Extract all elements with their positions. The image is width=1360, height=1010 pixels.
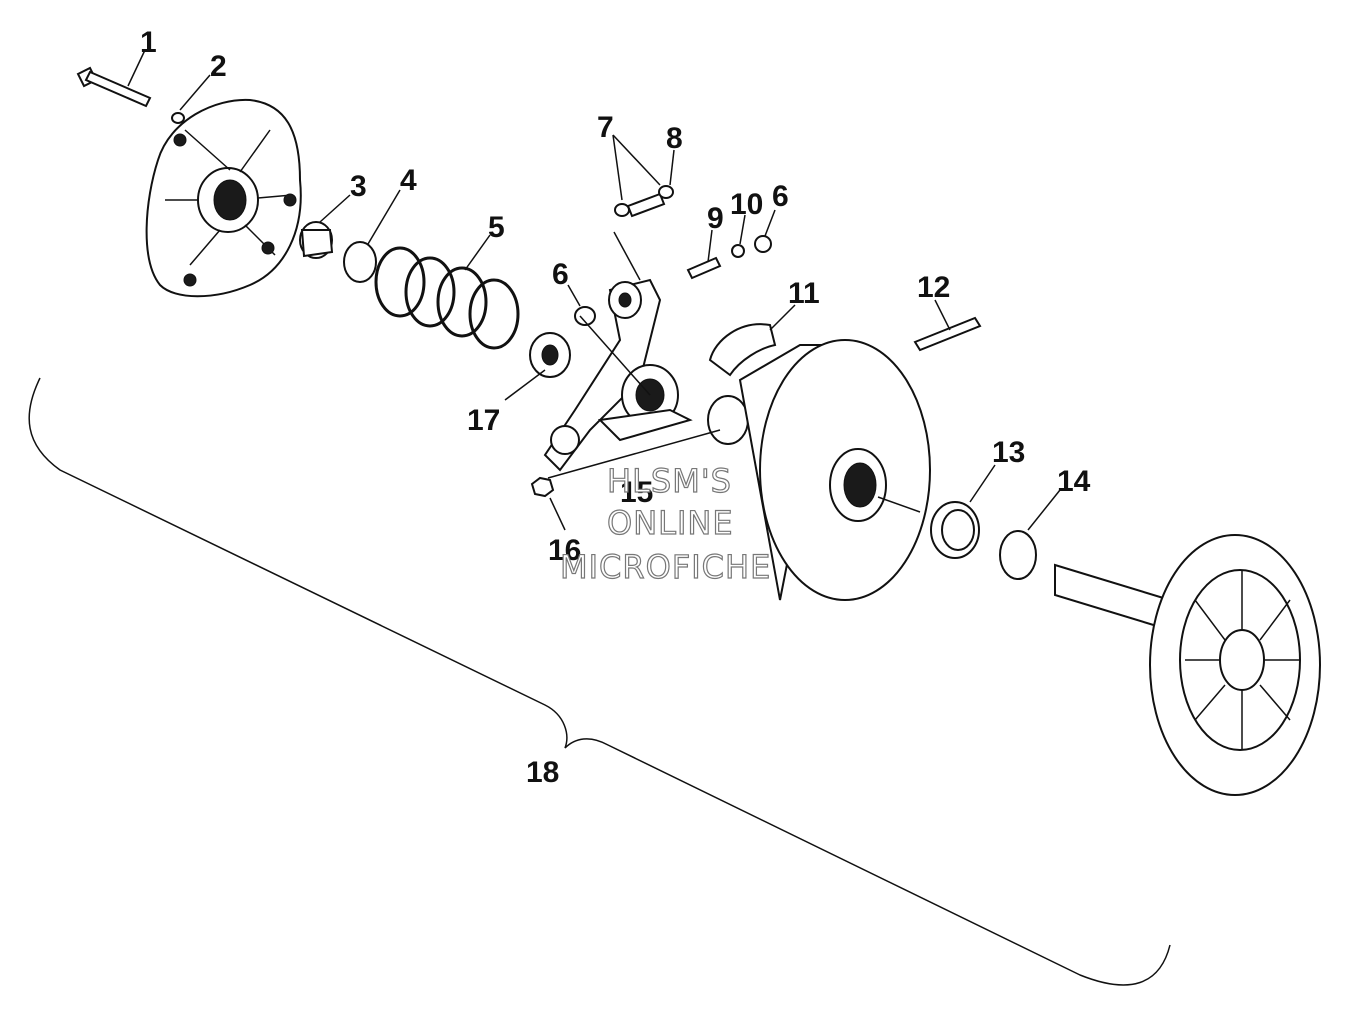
part-17-spring-cup (529, 332, 571, 378)
assembly-bracket (28, 377, 1171, 986)
leader-lines (127, 49, 1061, 531)
callout-9: 9 (707, 202, 724, 235)
callout-10: 10 (730, 188, 763, 221)
callout-14: 14 (1057, 465, 1091, 498)
callout-7: 7 (597, 111, 614, 144)
callout-labels: 1 2 3 4 5 6 7 8 9 10 6 11 12 13 14 15 16… (140, 26, 1091, 789)
callout-12: 12 (917, 271, 950, 304)
watermark-line-1: HLSM'S (607, 462, 732, 500)
callout-5: 5 (488, 211, 505, 244)
callout-11: 11 (788, 277, 820, 310)
part-5-spring (374, 246, 520, 350)
moveable-sheave (738, 339, 931, 601)
spider-arm-assembly (543, 278, 693, 472)
part-2-washer (171, 112, 185, 124)
callout-17: 17 (467, 404, 500, 437)
part-15-seal-ring (707, 395, 749, 445)
callout-6-right: 6 (772, 180, 789, 213)
callout-16: 16 (548, 534, 581, 567)
callout-8: 8 (666, 122, 683, 155)
part-13-bushing (930, 501, 980, 559)
part-7-8-pin-washers (614, 185, 674, 218)
callout-15: 15 (620, 476, 653, 509)
part-4-snap-ring (343, 241, 377, 283)
part-6-roller-left (574, 306, 596, 326)
fixed-sheave (1054, 534, 1321, 796)
part-14-snap-ring (999, 530, 1037, 580)
part-11-cam-weight (708, 323, 777, 377)
watermark-line-3: MICROFICHE (560, 548, 771, 586)
watermark: HLSM'S ONLINE MICROFICHE (559, 461, 771, 586)
callout-18: 18 (526, 756, 559, 789)
watermark-line-2: ONLINE (607, 504, 734, 542)
part-1-bolt (76, 66, 152, 108)
part-9-10-pin-roller (686, 235, 772, 280)
callout-1: 1 (140, 26, 157, 59)
part-16-nut (530, 476, 555, 498)
callout-13: 13 (992, 436, 1025, 469)
callout-6-left: 6 (552, 258, 569, 291)
callout-4: 4 (400, 164, 417, 197)
part-3-bushing (299, 221, 334, 259)
callout-2: 2 (210, 50, 227, 83)
callout-3: 3 (350, 170, 367, 203)
spider-cover-plate (145, 98, 302, 298)
part-12-pin (913, 316, 982, 352)
